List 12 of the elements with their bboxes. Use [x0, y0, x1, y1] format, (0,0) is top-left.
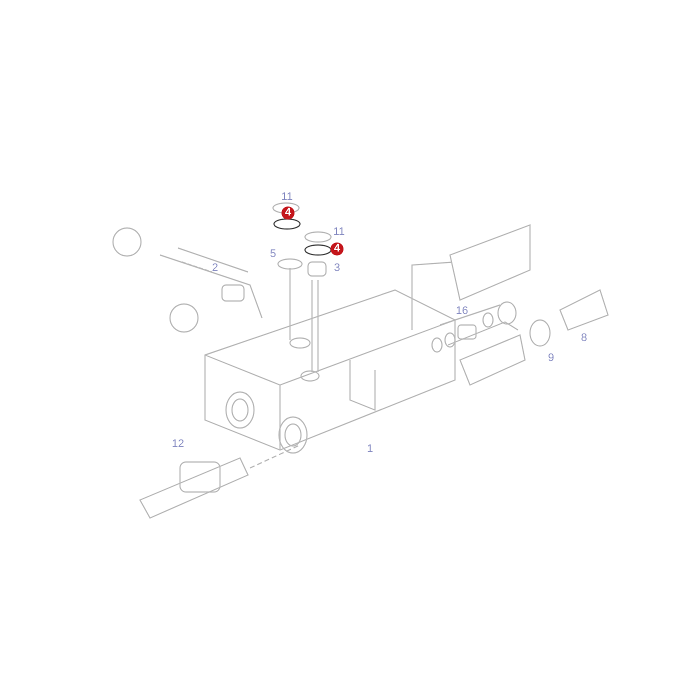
callout-number: 4 [282, 206, 294, 220]
callout-number: 8 [580, 332, 588, 344]
callout-number: 2 [212, 262, 218, 274]
callout-number: 11 [281, 191, 293, 203]
callout-number: 12 [172, 438, 184, 450]
callout-number: 3 [334, 262, 340, 274]
callout-number: 4 [330, 242, 344, 256]
callout-number: 5 [270, 248, 276, 260]
callout-number: 1 [366, 443, 374, 455]
callout-number: 9 [548, 352, 554, 364]
callout-number: 16 [456, 305, 468, 317]
callout-number: 11 [333, 226, 345, 238]
